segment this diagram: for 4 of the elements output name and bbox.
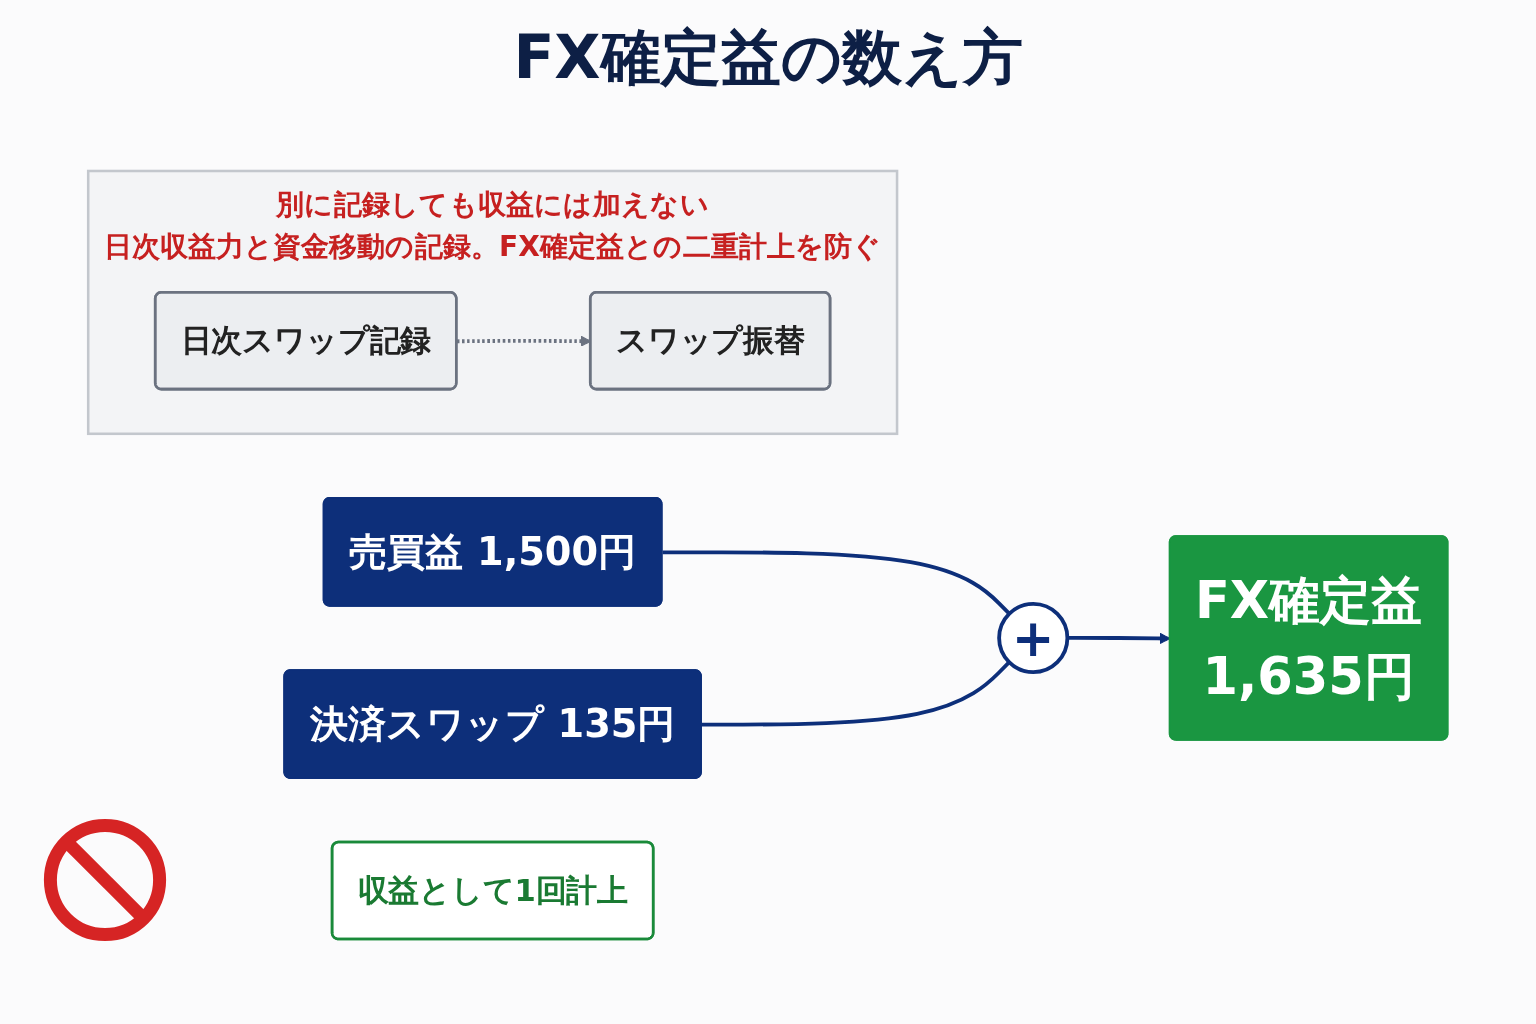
node-circle: + [997,601,1070,674]
connector [662,550,1011,615]
connector [701,660,1011,727]
diagram-title: FX確定益の数え方 [512,21,1024,94]
